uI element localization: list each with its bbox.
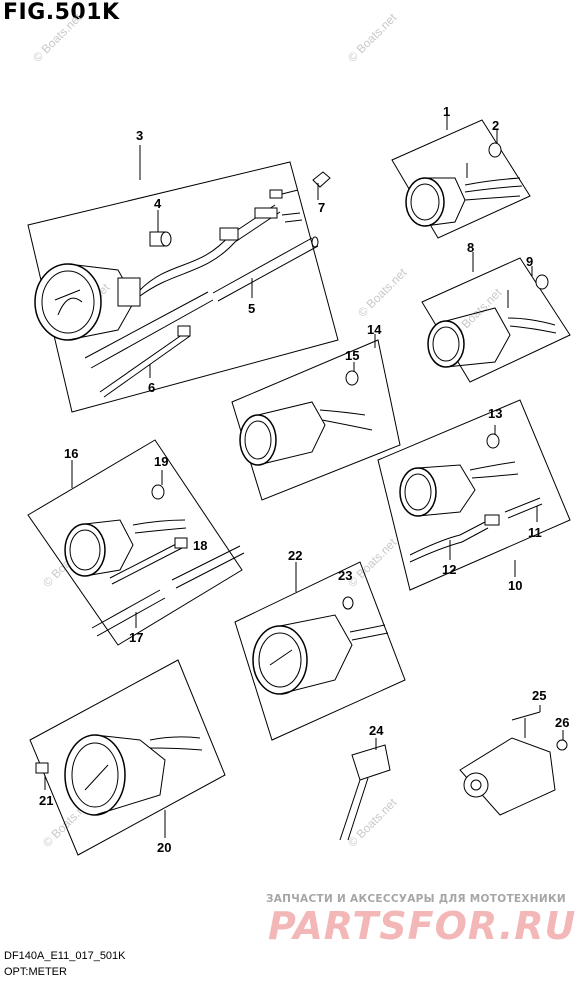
callout-16: 16 bbox=[64, 446, 78, 461]
figure-name: OPT:METER bbox=[4, 966, 67, 978]
brand-logo: PARTSFOR.RU bbox=[268, 904, 576, 948]
tachometer-gauge bbox=[34, 263, 141, 341]
callout-17: 17 bbox=[129, 630, 143, 645]
group-outline-20 bbox=[29, 659, 226, 856]
callout-22: 22 bbox=[288, 548, 302, 563]
meter-gauge-14 bbox=[239, 401, 373, 466]
callout-8: 8 bbox=[467, 240, 474, 255]
callout-1: 1 bbox=[443, 104, 450, 119]
callout-26: 26 bbox=[555, 715, 569, 730]
figure-title: FIG.501K bbox=[3, 0, 120, 25]
callout-18: 18 bbox=[193, 538, 207, 553]
callout-21: 21 bbox=[39, 793, 53, 808]
callout-7: 7 bbox=[318, 200, 325, 215]
group-outline-3 bbox=[27, 161, 339, 413]
group-outline-14 bbox=[231, 339, 401, 501]
callout-labels: 1 2 3 4 5 6 7 8 9 10 11 12 13 14 15 16 1… bbox=[39, 104, 569, 855]
meter-gauge-1 bbox=[405, 163, 523, 227]
group-outline-16 bbox=[27, 439, 243, 646]
meter-gauge-20 bbox=[64, 734, 203, 816]
callout-4: 4 bbox=[154, 196, 162, 211]
group-outline-10 bbox=[377, 399, 571, 591]
callout-19: 19 bbox=[154, 454, 168, 469]
callout-10: 10 bbox=[508, 578, 522, 593]
callout-6: 6 bbox=[148, 380, 155, 395]
callout-12: 12 bbox=[442, 562, 456, 577]
callout-14: 14 bbox=[367, 322, 382, 337]
promo-tagline: ЗАПЧАСТИ И АКСЕССУАРЫ ДЛЯ МОТОТЕХНИКИ bbox=[266, 893, 566, 905]
mounting-bracket-24 bbox=[339, 738, 391, 841]
callout-3: 3 bbox=[136, 128, 143, 143]
meter-mount-25 bbox=[459, 705, 556, 816]
callout-15: 15 bbox=[345, 348, 359, 363]
callout-5: 5 bbox=[248, 301, 255, 316]
meter-gauge-16 bbox=[64, 519, 187, 577]
figure-code: DF140A_E11_017_501K bbox=[4, 950, 126, 962]
callout-2: 2 bbox=[492, 118, 499, 133]
meter-gauge-8 bbox=[427, 290, 557, 368]
callout-13: 13 bbox=[488, 406, 502, 421]
callout-23: 23 bbox=[338, 568, 352, 583]
meter-gauge-22 bbox=[252, 614, 389, 695]
callout-24: 24 bbox=[369, 723, 384, 738]
callout-25: 25 bbox=[532, 688, 546, 703]
callout-9: 9 bbox=[526, 254, 533, 269]
meter-gauge-10 bbox=[399, 461, 519, 517]
callout-20: 20 bbox=[157, 840, 171, 855]
group-outline-22 bbox=[234, 561, 406, 741]
callout-11: 11 bbox=[528, 525, 542, 540]
